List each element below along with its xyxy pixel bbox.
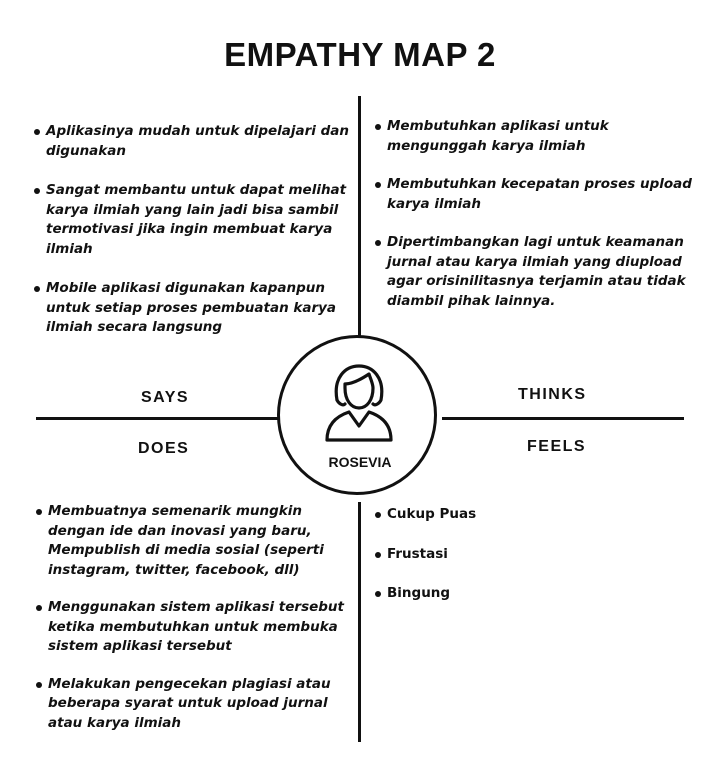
horizontal-divider-left xyxy=(36,417,278,420)
vertical-divider-bottom xyxy=(358,502,361,742)
says-list: Aplikasinya mudah untuk dipelajari dan d… xyxy=(34,122,359,358)
thinks-item: Membutuhkan kecepatan proses upload kary… xyxy=(375,175,695,214)
does-item: Membuatnya semenarik mungkin dengan ide … xyxy=(36,502,351,580)
thinks-item: Membutuhkan aplikasi untuk mengunggah ka… xyxy=(375,117,695,156)
feels-item: Frustasi xyxy=(375,545,675,565)
feels-list: Cukup Puas Frustasi Bingung xyxy=(375,505,675,624)
says-item: Mobile aplikasi digunakan kapanpun untuk… xyxy=(34,279,359,338)
persona-name: ROSEVIA xyxy=(328,454,392,470)
does-item: Menggunakan sistem aplikasi tersebut ket… xyxy=(36,598,351,657)
feels-item: Bingung xyxy=(375,584,675,604)
thinks-list: Membutuhkan aplikasi untuk mengunggah ka… xyxy=(375,117,695,330)
quadrant-label-feels: FEELS xyxy=(527,438,587,455)
says-item: Sangat membantu untuk dapat melihat kary… xyxy=(34,181,359,259)
quadrant-label-does: DOES xyxy=(138,440,190,457)
feels-item: Cukup Puas xyxy=(375,505,675,525)
horizontal-divider-right xyxy=(442,417,684,420)
does-list: Membuatnya semenarik mungkin dengan ide … xyxy=(36,502,351,751)
vertical-divider-top xyxy=(358,96,361,336)
thinks-item: Dipertimbangkan lagi untuk keamanan jurn… xyxy=(375,233,695,311)
page-title: EMPATHY MAP 2 xyxy=(224,36,496,73)
persona-circle xyxy=(277,335,437,495)
quadrant-label-thinks: THINKS xyxy=(518,386,587,403)
woman-avatar-icon xyxy=(325,364,393,442)
says-item: Aplikasinya mudah untuk dipelajari dan d… xyxy=(34,122,359,161)
does-item: Melakukan pengecekan plagiasi atau beber… xyxy=(36,675,351,734)
quadrant-label-says: SAYS xyxy=(141,389,190,406)
